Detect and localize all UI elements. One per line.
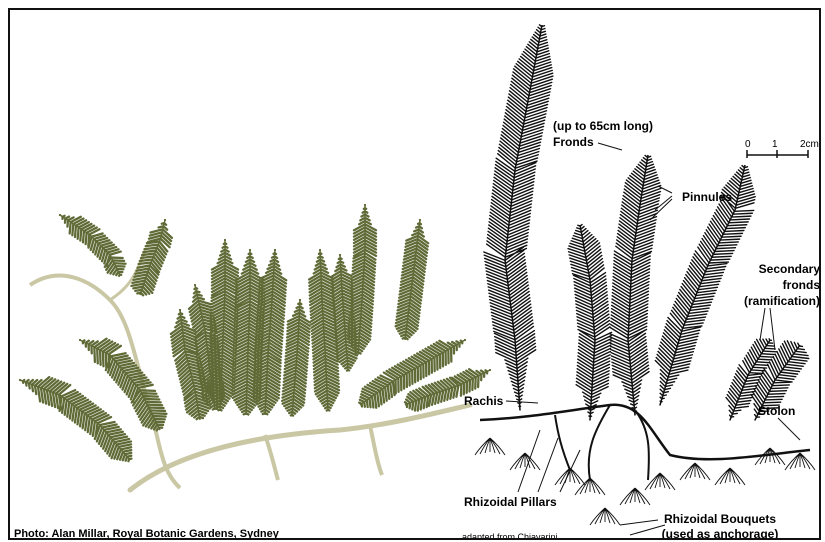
- photo-frond-9: [282, 300, 310, 416]
- scale-tick-2: 2cm: [800, 138, 819, 151]
- scale-bar: [747, 150, 808, 158]
- rhizoidal-bouquets-label-line1: Rhizoidal Bouquets: [655, 513, 785, 526]
- seaweed-photo: [20, 205, 490, 490]
- drawn-frond-2: [609, 155, 661, 415]
- photo-credit: Photo: Alan Millar, Royal Botanic Garden…: [14, 528, 279, 540]
- figure-frame: (up to 65cm long) Fronds Pinnules Second…: [8, 8, 821, 540]
- drawn-frond-0: [484, 25, 553, 410]
- photo-frond-2: [60, 215, 126, 276]
- frond-rachis: [505, 25, 542, 410]
- scale-tick-1: 1: [772, 138, 778, 151]
- frond-pinnules: [131, 220, 171, 295]
- figure-artwork: [10, 10, 821, 540]
- secondary-fronds-label-line3: (ramification): [720, 295, 820, 308]
- photo-frond-12: [396, 220, 429, 340]
- rhizoid-bouquet-5: [620, 488, 650, 505]
- leader-line-3: [506, 401, 538, 403]
- rhizoidal-pillars-label: Rhizoidal Pillars: [464, 496, 557, 509]
- frond-pinnules: [396, 220, 429, 339]
- secondary-fronds-label-line1: Secondary: [740, 263, 820, 276]
- photo-stolon-branch: [370, 425, 382, 475]
- frond-pinnules: [568, 225, 611, 420]
- rachis-label: Rachis: [464, 395, 503, 408]
- leader-line-0: [598, 143, 622, 150]
- fronds-size-label: (up to 65cm long): [553, 120, 653, 133]
- photo-frond-1: [20, 377, 131, 461]
- rhizoid-bouquet-1: [510, 453, 540, 470]
- rhizoid-bouquet-4: [590, 508, 620, 525]
- photo-stolon: [130, 405, 470, 490]
- photo-frond-3: [131, 220, 171, 295]
- fronds-label: Fronds: [553, 136, 594, 149]
- frond-pinnules: [609, 155, 661, 415]
- rhizoid-bouquet-6: [645, 473, 675, 490]
- scale-tick-0: 0: [745, 138, 751, 151]
- label-leader-lines: [506, 143, 800, 535]
- rhizoid-bouquet-3: [575, 478, 605, 495]
- drawn-frond-1: [568, 225, 611, 420]
- secondary-fronds-label-line2: fronds: [740, 279, 820, 292]
- rhizoid-bouquet-7: [680, 463, 710, 480]
- photo-stolon-branch: [265, 435, 278, 480]
- frond-pinnules: [282, 300, 310, 416]
- rhizoid-bouquet-0: [475, 438, 505, 455]
- pinnules-label: Pinnules: [682, 191, 732, 204]
- frond-pinnules: [60, 215, 126, 276]
- drawing-credit: adapted from Chiavarini: [462, 531, 558, 540]
- rhizoidal-bouquets-label-line2: (used as anchorage): [655, 528, 785, 540]
- rhizoid-bouquet-10: [785, 453, 815, 470]
- stolon-label: Stolon: [758, 405, 795, 418]
- rhizoid-bouquet-8: [715, 468, 745, 485]
- leader-line-5: [518, 430, 580, 492]
- frond-pinnules: [484, 25, 553, 410]
- frond-pinnules: [20, 377, 131, 461]
- scale-bar-line: [747, 150, 808, 158]
- leader-line-4: [778, 418, 800, 440]
